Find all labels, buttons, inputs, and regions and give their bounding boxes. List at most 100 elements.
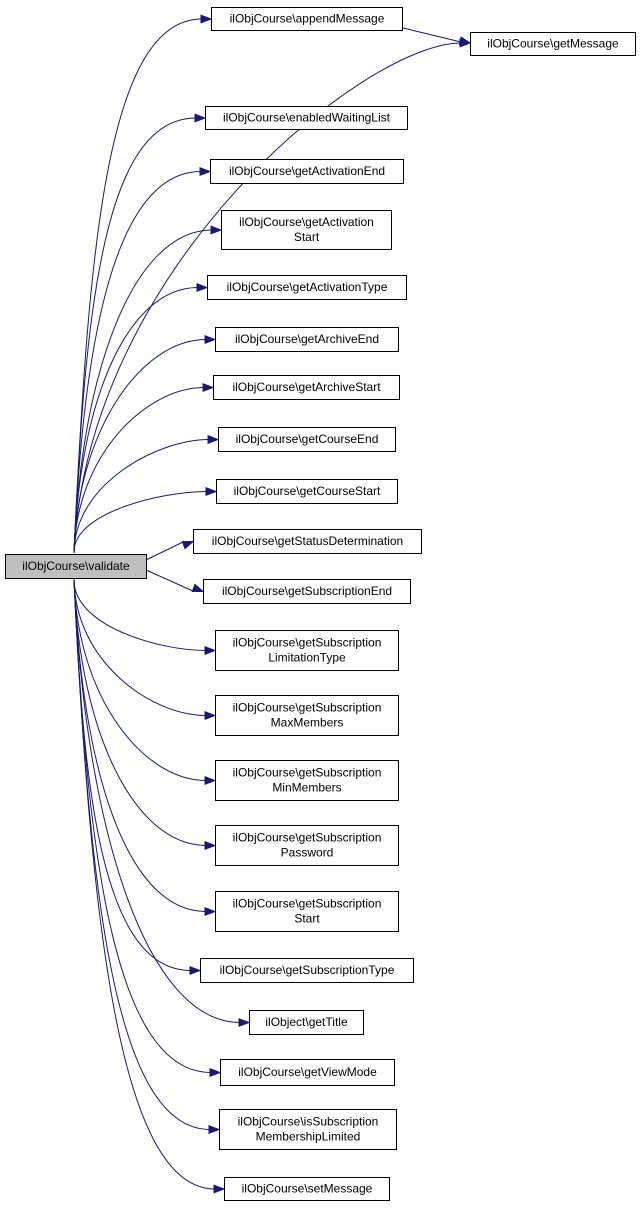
arrowhead: [209, 1067, 222, 1078]
edge-append-message-to-get-message: [402, 27, 462, 43]
node-box: [203, 579, 411, 604]
node-box: [219, 1109, 397, 1150]
node-box: [200, 958, 414, 983]
node-label: ilObjCourse\getCourseEnd: [236, 432, 379, 446]
node-get-subscription-end[interactable]: ilObjCourse\getSubscriptionEnd: [203, 579, 411, 604]
node-get-title[interactable]: ilObject\getTitle: [249, 1010, 364, 1035]
node-box: [207, 275, 407, 300]
arrowhead: [458, 36, 472, 46]
node-label: ilObjCourse\getCourseStart: [234, 484, 381, 498]
edge-validate-to-get-subscription-limitation-type: [73, 578, 207, 651]
arrowhead: [204, 710, 217, 721]
node-box: [213, 375, 400, 400]
edge-validate-to-get-subscription-password: [73, 578, 207, 846]
arrowhead: [202, 382, 215, 393]
arrowhead: [238, 1017, 251, 1028]
node-label: ilObjCourse\getArchiveEnd: [235, 332, 379, 346]
node-box: [211, 7, 403, 31]
node-box: [193, 529, 422, 554]
node-get-status-determination[interactable]: ilObjCourse\getStatusDetermination: [193, 529, 422, 554]
call-edges: [73, 14, 472, 1194]
node-label: MinMembers: [272, 781, 341, 795]
node-get-activation-type[interactable]: ilObjCourse\getActivationType: [207, 275, 407, 300]
node-append-message[interactable]: ilObjCourse\appendMessage: [211, 7, 403, 31]
edge-validate-to-enabled-waiting-list: [73, 117, 197, 554]
node-get-course-start[interactable]: ilObjCourse\getCourseStart: [216, 479, 398, 504]
arrowhead: [191, 583, 205, 593]
edge-validate-to-get-subscription-end: [145, 569, 195, 592]
edge-validate-to-get-subscription-max-members: [73, 578, 207, 716]
node-label: ilObjCourse\isSubscription: [238, 1115, 379, 1129]
node-label: ilObjCourse\getSubscription: [233, 897, 382, 911]
node-box: [220, 1059, 395, 1086]
edge-validate-to-get-archive-end: [73, 339, 207, 554]
node-label: ilObjCourse\getMessage: [487, 37, 619, 51]
arrowhead: [204, 645, 217, 656]
node-get-archive-start[interactable]: ilObjCourse\getArchiveStart: [213, 375, 400, 400]
node-label: ilObjCourse\getStatusDetermination: [212, 534, 403, 548]
node-label: Start: [294, 912, 320, 926]
edge-validate-to-get-activation-end: [73, 171, 202, 554]
node-enabled-waiting-list[interactable]: ilObjCourse\enabledWaitingList: [205, 106, 408, 130]
node-label: Password: [281, 846, 334, 860]
edge-validate-to-get-view-mode: [73, 578, 212, 1073]
arrowhead: [204, 775, 217, 786]
node-box: [215, 825, 399, 866]
node-label: ilObjCourse\setMessage: [242, 1182, 373, 1196]
edge-validate-to-get-subscription-min-members: [73, 578, 207, 781]
arrowhead: [204, 334, 217, 345]
arrowhead: [194, 113, 207, 123]
edge-validate-to-set-message: [73, 578, 216, 1190]
arrowhead: [189, 965, 202, 976]
node-get-view-mode[interactable]: ilObjCourse\getViewMode: [220, 1059, 395, 1086]
node-label: ilObjCourse\appendMessage: [230, 12, 385, 26]
arrowhead: [210, 225, 223, 235]
node-box: [216, 479, 398, 504]
arrowhead: [207, 434, 220, 445]
node-set-message[interactable]: ilObjCourse\setMessage: [224, 1177, 390, 1201]
node-label: ilObjCourse\getActivationType: [227, 280, 388, 294]
node-get-message[interactable]: ilObjCourse\getMessage: [470, 32, 636, 56]
node-label: ilObjCourse\getActivation: [239, 215, 374, 229]
node-box: [205, 106, 408, 130]
node-box: [249, 1010, 364, 1035]
node-box: [215, 630, 399, 671]
node-get-subscription-limitation-type[interactable]: ilObjCourse\getSubscriptionLimitationTyp…: [215, 630, 399, 671]
node-label: MaxMembers: [271, 716, 344, 730]
node-label: ilObjCourse\getSubscription: [233, 636, 382, 650]
edge-validate-to-get-activation-start: [73, 229, 213, 554]
node-label: MembershipLimited: [256, 1130, 361, 1144]
node-label: ilObject\getTitle: [265, 1015, 348, 1029]
edge-validate-to-get-message: [73, 42, 462, 554]
node-get-subscription-type[interactable]: ilObjCourse\getSubscriptionType: [200, 958, 414, 983]
node-get-course-end[interactable]: ilObjCourse\getCourseEnd: [218, 427, 396, 452]
edge-validate-to-get-archive-start: [73, 387, 205, 554]
node-box: [210, 159, 404, 184]
arrowhead: [204, 840, 217, 851]
arrowhead: [196, 282, 209, 293]
node-label: ilObjCourse\getSubscription: [233, 701, 382, 715]
root-node-validate[interactable]: ilObjCourse\validate: [5, 554, 147, 579]
node-label: ilObjCourse\validate: [22, 559, 130, 573]
node-label: ilObjCourse\getViewMode: [238, 1065, 377, 1079]
edge-validate-to-append-message: [73, 18, 203, 554]
node-is-subscription-membership-limited[interactable]: ilObjCourse\isSubscriptionMembershipLimi…: [219, 1109, 397, 1150]
node-box: [215, 695, 399, 736]
node-box: [470, 32, 636, 56]
arrowhead: [213, 1184, 226, 1194]
edge-validate-to-is-subscription-membership-limited: [73, 578, 211, 1130]
node-get-activation-end[interactable]: ilObjCourse\getActivationEnd: [210, 159, 404, 184]
arrowhead: [204, 906, 217, 917]
node-get-archive-end[interactable]: ilObjCourse\getArchiveEnd: [215, 327, 399, 352]
function-nodes: ilObjCourse\validate ilObjCourse\appendMe…: [5, 7, 636, 1201]
arrowhead: [199, 166, 212, 177]
node-label: ilObjCourse\getSubscription: [233, 831, 382, 845]
node-label: ilObjCourse\getActivationEnd: [229, 164, 385, 178]
arrowhead: [200, 14, 213, 24]
